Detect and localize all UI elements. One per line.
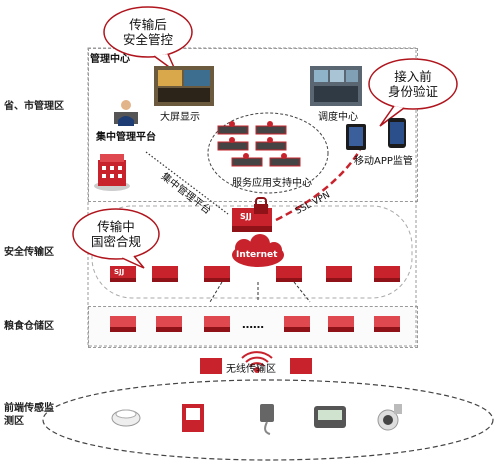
server-stack: [217, 121, 301, 167]
transport-sjj-label: SJJ: [114, 268, 125, 276]
dispatch-image: [310, 66, 362, 106]
callout-control-text: 传输后安全管控: [122, 17, 173, 47]
line-storage-right: [293, 281, 311, 303]
big-screen-label: 大屏显示: [160, 112, 200, 123]
zone-label-storage: 粮食仓储区: [4, 321, 54, 332]
line-storage-left: [209, 281, 223, 303]
callout-verify: [368, 58, 458, 127]
callout-compliance-text: 传输中国密合规: [90, 219, 141, 249]
transport-devices: [110, 266, 400, 282]
wireless-zone: [200, 351, 312, 374]
storage-ellipsis: ……: [242, 318, 264, 331]
big-screen-image: [154, 66, 214, 106]
platform-label: 集中管理平台: [96, 132, 156, 143]
operator-icon: [114, 100, 138, 126]
outer-frame: [87, 47, 417, 347]
callout-control: [103, 6, 193, 75]
management-title: 管理中心: [90, 54, 130, 65]
sensor-meter: [314, 406, 346, 428]
zone-label-sensing: 前端传感监测区: [4, 403, 54, 427]
internet-label: Internet: [236, 250, 278, 260]
mobile-label: 移动APP监管: [354, 156, 413, 167]
internet-cloud: [232, 234, 284, 267]
building-icon: [94, 154, 130, 191]
callout-compliance: [72, 208, 160, 269]
service-ellipse: [207, 112, 329, 194]
storage-devices: [110, 316, 400, 332]
mobile-devices: [346, 118, 406, 150]
sensor-camera: [377, 404, 402, 431]
zone-label-transport: 安全传输区: [4, 247, 54, 258]
sensor-probe: [260, 404, 274, 435]
storage-band-fill: [89, 307, 415, 345]
dispatch-label: 调度中心: [318, 112, 358, 123]
callout-verify-text: 接入前身份验证: [387, 69, 438, 99]
sensor-panel: [182, 404, 204, 432]
wireless-label: 无线传输区: [226, 364, 276, 375]
service-label: 服务应用支持中心: [232, 178, 312, 189]
sensing-ellipse: [42, 379, 494, 461]
zone-label-province: 省、市管理区: [4, 101, 64, 112]
central-sjj-device: [232, 197, 272, 232]
line-ssl-vpn: [275, 149, 362, 222]
sensor-smoke-detector: [111, 409, 141, 427]
central-sjj-label: SJJ: [240, 212, 252, 221]
